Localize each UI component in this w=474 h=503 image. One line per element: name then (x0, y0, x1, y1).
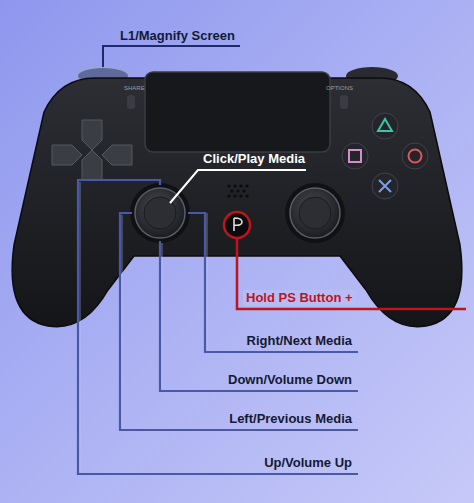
ps-button (224, 212, 250, 238)
options-button (340, 95, 348, 109)
right-stick-well (285, 183, 345, 243)
callout-label: Down/Volume Down (228, 372, 352, 388)
callout-label: Right/Next Media (247, 333, 352, 349)
button-marking: OPTIONS (326, 84, 353, 92)
share-button (127, 95, 135, 109)
speaker-grille (227, 184, 248, 197)
button-marking: SHARE (124, 84, 145, 92)
leader-line (103, 46, 240, 67)
leader-line (237, 239, 466, 309)
right-stick (290, 188, 340, 238)
leader-lines (78, 180, 358, 474)
ps-logo (234, 218, 242, 231)
touchpad (145, 72, 330, 152)
callout-label: Click/Play Media (203, 151, 305, 167)
callout-label: L1/Magnify Screen (120, 28, 235, 44)
d-pad (52, 120, 132, 180)
callout-label: Left/Previous Media (229, 411, 352, 427)
right-stick-cap (299, 197, 331, 229)
face-buttons (342, 113, 428, 199)
leader-line (170, 170, 306, 203)
left-stick-well (130, 183, 190, 243)
callout-label: Up/Volume Up (264, 455, 352, 471)
callout-label: Hold PS Button + (243, 290, 356, 306)
